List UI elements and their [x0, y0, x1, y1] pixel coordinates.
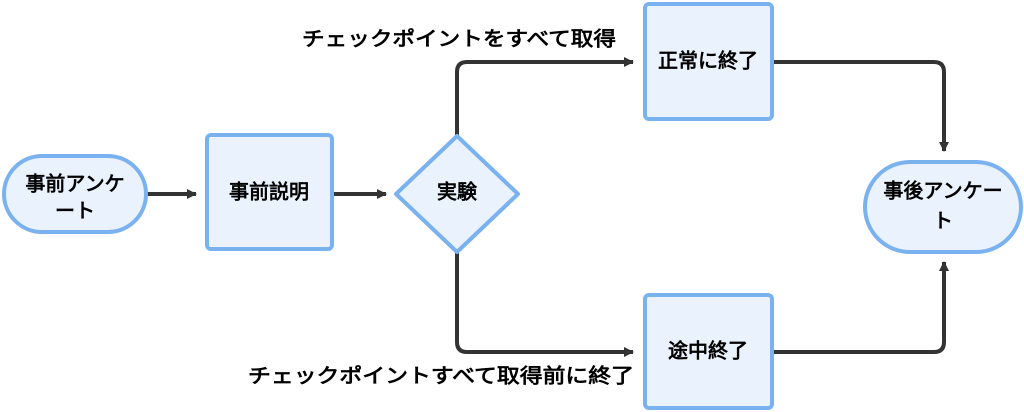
- node-normal-end-label: 正常に終了: [658, 49, 758, 73]
- node-briefing: [205, 133, 334, 251]
- node-aborted: [643, 293, 774, 410]
- node-normal-end: [643, 2, 774, 121]
- node-post-survey-label-line2: ト: [933, 209, 953, 233]
- node-experiment-label: 実験: [437, 180, 478, 204]
- node-post-survey-label-line1: 事後アンケー: [883, 179, 1002, 203]
- edge-label-all-checkpoints: チェックポイントをすべて取得: [302, 27, 616, 51]
- edge-labels: チェックポイントをすべて取得 チェックポイントすべて取得前に終了: [248, 27, 634, 388]
- edge-label-ended-before-checkpoints: チェックポイントすべて取得前に終了: [248, 364, 634, 388]
- node-aborted-label: 途中終了: [668, 339, 748, 363]
- edge-experiment-to-aborted: [455, 252, 634, 357]
- edge-aborted-to-post-survey: [772, 261, 949, 354]
- node-briefing-label: 事前説明: [229, 180, 309, 204]
- node-pre-survey-label-line2: ート: [55, 199, 95, 223]
- edge-experiment-to-normal-end: [455, 57, 634, 136]
- node-labels: 事前アンケ ート 事前説明 実験 正常に終了 途中終了 事後アンケー ト: [25, 49, 1002, 363]
- node-post-survey: [863, 160, 1023, 254]
- edge-normal-end-to-post-survey: [772, 60, 949, 152]
- node-pre-survey: [2, 154, 148, 234]
- node-pre-survey-label-line1: 事前アンケ: [25, 172, 124, 196]
- node-experiment-decision: [394, 134, 520, 254]
- edges: [146, 57, 949, 357]
